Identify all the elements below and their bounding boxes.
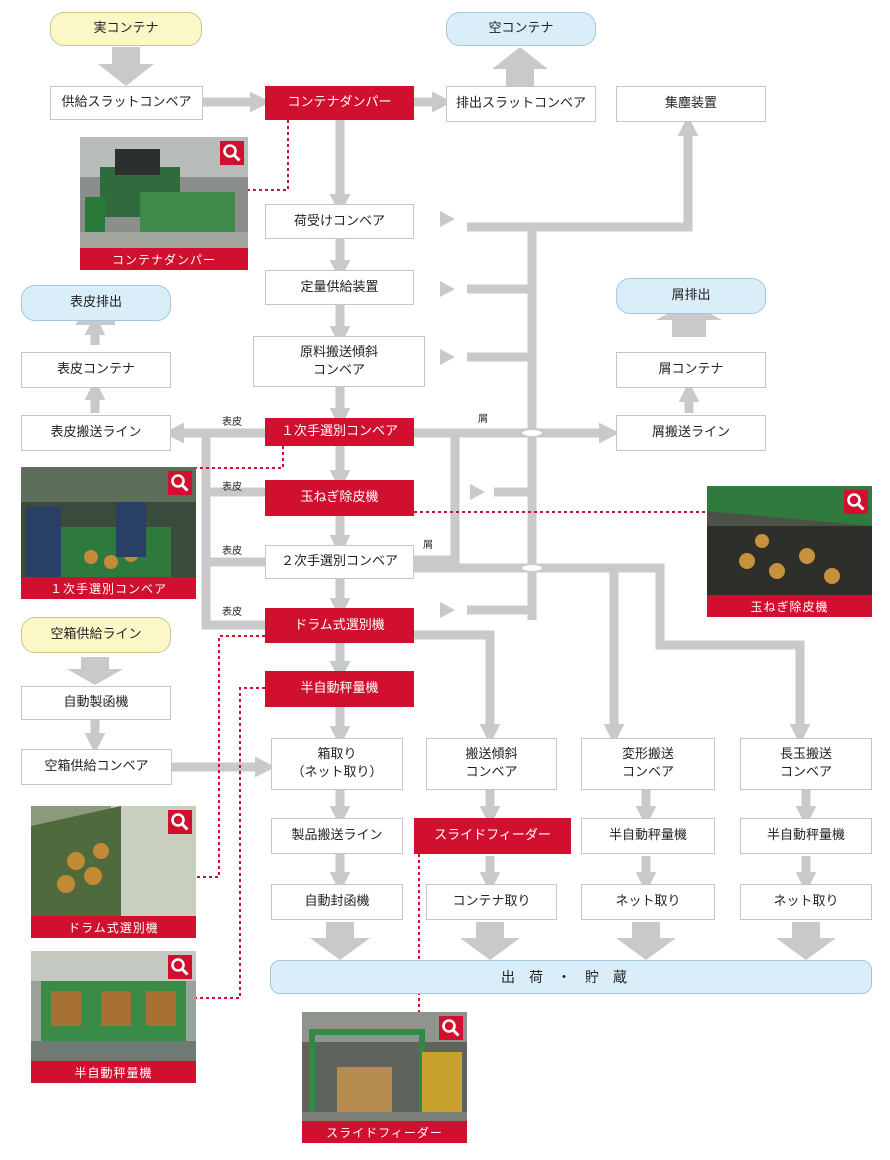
discharge-slat-conveyor-node: 排出スラットコンベア: [446, 86, 596, 122]
box-take-node: 箱取り （ネット取り）: [271, 738, 403, 790]
peel-line-node: 表皮搬送ライン: [21, 415, 171, 451]
empty-box-conveyor-node: 空箱供給コンベア: [21, 749, 172, 785]
photo-onion-peeler[interactable]: 玉ねぎ除皮機: [707, 486, 872, 617]
inlet-markers: [440, 211, 485, 618]
waste-line-node: 屑搬送ライン: [616, 415, 766, 451]
container-take-node: コンテナ取り: [426, 884, 557, 920]
peel-discharge-node: 表皮排出: [21, 285, 171, 321]
magnifier-icon[interactable]: [220, 141, 244, 165]
first-sorting-conveyor-node: １次手選別コンベア: [265, 418, 414, 446]
peel-label: 表皮: [222, 417, 242, 428]
real-container-node: 実コンテナ: [50, 12, 202, 46]
waste-container-node: 屑コンテナ: [616, 352, 766, 388]
auto-sealer-node: 自動封函機: [271, 884, 403, 920]
peel-container-node: 表皮コンテナ: [21, 352, 171, 388]
peel-label: 表皮: [222, 546, 242, 557]
photo-drum-sorter[interactable]: ドラム式選別機: [31, 806, 196, 938]
photo-caption: コンテナダンパー: [80, 248, 248, 270]
photo-container-dumper[interactable]: コンテナダンパー: [80, 137, 248, 270]
photo-caption: スライドフィーダー: [302, 1121, 467, 1143]
supply-slat-conveyor-node: 供給スラットコンベア: [50, 86, 203, 120]
transport-incline-node: 搬送傾斜 コンベア: [426, 738, 557, 790]
magnifier-icon[interactable]: [844, 490, 868, 514]
photo-caption: 玉ねぎ除皮機: [707, 595, 872, 617]
photo-first-sorting[interactable]: １次手選別コンベア: [21, 467, 196, 599]
deformed-conveyor-node: 変形搬送 コンベア: [581, 738, 715, 790]
peel-label: 表皮: [222, 482, 242, 493]
photo-caption: 半自動秤量機: [31, 1061, 196, 1083]
slide-feeder-node: スライドフィーダー: [414, 818, 571, 854]
net-take-node: ネット取り: [581, 884, 715, 920]
peel-label: 表皮: [222, 607, 242, 618]
product-line-node: 製品搬送ライン: [271, 818, 403, 854]
dumper-photo-image: [80, 137, 248, 270]
photo-leaders: [196, 120, 707, 1012]
box-maker-node: 自動製函機: [21, 686, 171, 720]
crossing-bridges: [520, 428, 544, 573]
photo-caption: ドラム式選別機: [31, 916, 196, 938]
onion-peeler-node: 玉ねぎ除皮機: [265, 480, 414, 516]
semi-auto-weigher-node: 半自動秤量機: [740, 818, 872, 854]
empty-box-supply-line-node: 空箱供給ライン: [21, 617, 171, 653]
photo-caption: １次手選別コンベア: [21, 577, 196, 599]
second-sorting-conveyor-node: ２次手選別コンベア: [265, 545, 414, 579]
shipping-storage-node: 出荷・貯蔵: [270, 960, 872, 994]
waste-discharge-node: 屑排出: [616, 278, 766, 314]
flow-lines: [84, 91, 817, 893]
semi-auto-weigher-node: 半自動秤量機: [581, 818, 715, 854]
magnifier-icon[interactable]: [168, 810, 192, 834]
metered-feeder-node: 定量供給装置: [265, 270, 414, 305]
photo-semi-auto-weigher[interactable]: 半自動秤量機: [31, 951, 196, 1083]
net-take-node: ネット取り: [740, 884, 872, 920]
drum-sorter-node: ドラム式選別機: [265, 608, 414, 643]
incline-conveyor-node: 原料搬送傾斜 コンベア: [253, 336, 425, 387]
long-conveyor-node: 長玉搬送 コンベア: [740, 738, 872, 790]
empty-container-node: 空コンテナ: [446, 12, 596, 46]
photo-slide-feeder[interactable]: スライドフィーダー: [302, 1012, 467, 1143]
waste-label: 屑: [478, 414, 488, 425]
magnifier-icon[interactable]: [168, 471, 192, 495]
waste-label: 屑: [423, 540, 433, 551]
magnifier-icon[interactable]: [439, 1016, 463, 1040]
receiving-conveyor-node: 荷受けコンベア: [265, 204, 414, 239]
dust-collector-node: 集塵装置: [616, 86, 766, 122]
magnifier-icon[interactable]: [168, 955, 192, 979]
semi-auto-weigher-node: 半自動秤量機: [265, 671, 414, 707]
container-dumper-node: コンテナダンパー: [265, 86, 414, 120]
